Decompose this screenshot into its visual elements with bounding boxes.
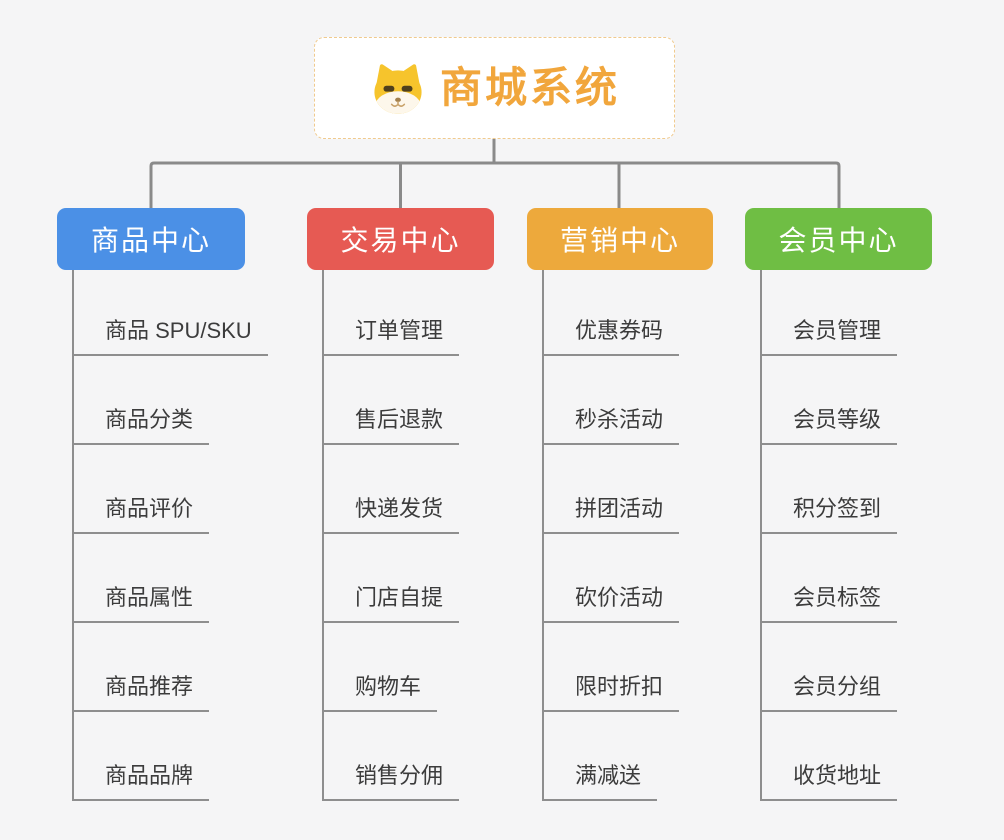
leaf-node[interactable]: 商品推荐: [72, 672, 210, 712]
leaf-node[interactable]: 售后退款: [322, 405, 460, 445]
leaf-node[interactable]: 商品品牌: [72, 761, 210, 801]
dog-face-icon: [374, 63, 422, 114]
leaf-node[interactable]: 门店自提: [322, 583, 460, 623]
leaf-node[interactable]: 快递发货: [322, 494, 460, 534]
leaf-node[interactable]: 优惠券码: [542, 316, 680, 356]
leaf-node[interactable]: 会员分组: [760, 672, 898, 712]
leaf-node[interactable]: 会员管理: [760, 316, 898, 356]
leaf-node[interactable]: 销售分佣: [322, 761, 460, 801]
branch-node-marketing-center[interactable]: 营销中心: [527, 208, 713, 270]
leaf-node[interactable]: 积分签到: [760, 494, 898, 534]
leaf-node[interactable]: 商品 SPU/SKU: [72, 316, 268, 356]
leaf-node[interactable]: 商品分类: [72, 405, 210, 445]
leaf-node[interactable]: 砍价活动: [542, 583, 680, 623]
leaf-node[interactable]: 会员标签: [760, 583, 898, 623]
branch-node-trade-center[interactable]: 交易中心: [307, 208, 494, 270]
leaf-node[interactable]: 会员等级: [760, 405, 898, 445]
branch-node-product-center[interactable]: 商品中心: [57, 208, 245, 270]
leaf-node[interactable]: 秒杀活动: [542, 405, 680, 445]
leaf-node[interactable]: 拼团活动: [542, 494, 680, 534]
leaf-node[interactable]: 订单管理: [322, 316, 460, 356]
branch-node-member-center[interactable]: 会员中心: [745, 208, 932, 270]
leaf-node[interactable]: 商品属性: [72, 583, 210, 623]
leaf-node[interactable]: 收货地址: [760, 761, 898, 801]
root-title: 商城系统: [439, 64, 620, 111]
leaf-node[interactable]: 限时折扣: [542, 672, 680, 712]
root-node[interactable]: 商城系统: [314, 37, 675, 139]
leaf-node[interactable]: 购物车: [322, 672, 438, 712]
leaf-node[interactable]: 满减送: [542, 761, 658, 801]
leaf-node[interactable]: 商品评价: [72, 494, 210, 534]
